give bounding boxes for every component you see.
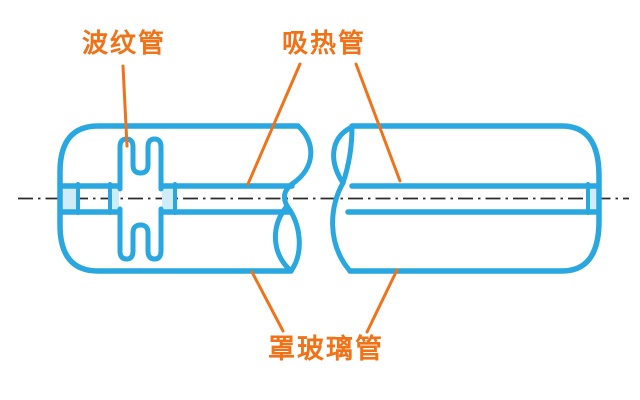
absorber-tube-label: 吸热管 xyxy=(282,29,367,59)
right-tube-section xyxy=(330,123,602,274)
break-curve-right-section xyxy=(330,124,355,274)
break-twist xyxy=(281,181,295,209)
leader-cover-glass-right xyxy=(365,268,399,334)
seal-strip xyxy=(162,188,174,210)
leader-lines xyxy=(121,62,402,334)
leader-cover-glass-left xyxy=(250,270,285,333)
break-leaf-left-arc xyxy=(272,203,294,274)
seal-strip xyxy=(62,188,77,210)
bellows-lower-half xyxy=(117,206,164,262)
cover-glass-tube-right xyxy=(347,123,602,274)
cover-glass-tube-label: 罩玻璃管 xyxy=(268,334,384,365)
break-leaf-right-arc xyxy=(340,124,355,186)
leader-absorber-left xyxy=(246,62,302,186)
seal-border-lines xyxy=(76,182,177,215)
seal-strip xyxy=(110,188,119,210)
leader-absorber-right xyxy=(354,62,402,183)
bellows-label: 波纹管 xyxy=(82,29,167,59)
break-curve-left-section xyxy=(272,123,314,274)
cover-glass-tube-left xyxy=(57,123,301,274)
break-bulge xyxy=(289,123,314,187)
break-bulge xyxy=(330,180,353,274)
break-leaf-right-arc xyxy=(284,203,302,274)
leader-bellows xyxy=(121,64,129,148)
seal-strip xyxy=(589,188,598,210)
break-leaf-left-arc xyxy=(331,124,355,186)
